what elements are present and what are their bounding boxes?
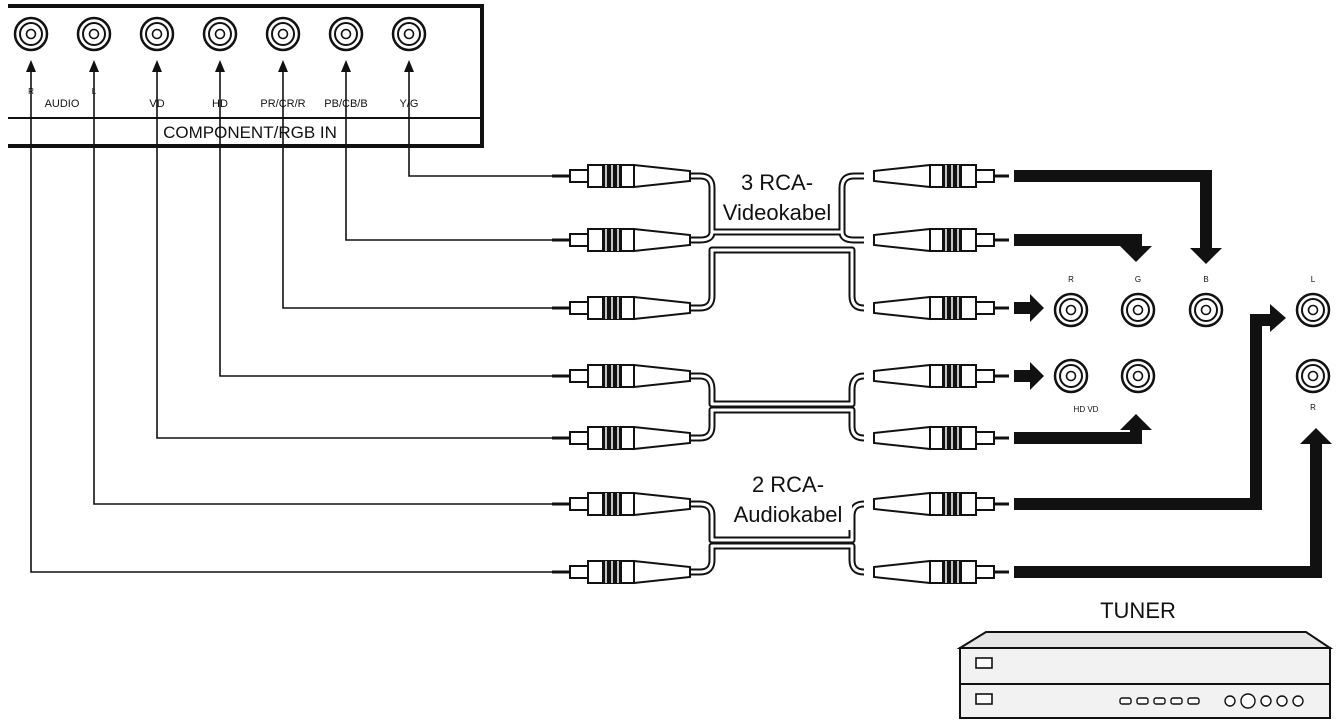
panel-title: COMPONENT/RGB IN [163,123,337,142]
source-jack-hd[interactable] [1053,358,1089,394]
source-label-g: G [1135,275,1141,284]
plug-right-pr [872,295,1011,321]
panel-arrows [26,60,414,72]
jack-audio-l[interactable] [76,16,112,52]
plug-left-y [550,163,692,189]
source-jack-audio-r[interactable] [1295,358,1331,394]
plug-right-hd [872,363,1011,389]
source-label-hd-vd: HD VD [1074,405,1099,414]
plug-left-audio-r [550,559,692,585]
tuner-knobs [1224,693,1304,709]
jack-vd[interactable] [139,16,175,52]
plug-left-pr [550,295,692,321]
connection-arrows [1014,170,1332,578]
plug-right-pb [872,227,1011,253]
video-cable-label-line1: 3 RCA- [741,170,813,195]
source-label-audio-r: R [1310,403,1316,412]
right-plugs [872,163,1011,585]
jack-audio-r[interactable] [13,16,49,52]
audio-cable-label: 2 RCA- Audiokabel [722,470,852,530]
jack-y-g[interactable] [391,16,427,52]
source-jack-r[interactable] [1053,292,1089,328]
plug-left-hd [550,363,692,389]
source-label-audio-l: L [1311,275,1316,284]
plug-right-y [872,163,1011,189]
video-cable-label-line2: Videokabel [723,200,831,225]
tuner-buttons [1119,697,1200,705]
plug-right-audio-r [872,559,1011,585]
source-jack-audio-l[interactable] [1295,292,1331,328]
source-audio-jacks: L R [1295,275,1331,412]
cable-bundles-inner [690,174,865,574]
source-jack-vd[interactable] [1120,358,1156,394]
panel-wires [30,72,572,573]
plug-right-audio-l [872,491,1011,517]
tuner-power-slot [975,693,993,705]
jack-pr-cr-r[interactable] [265,16,301,52]
jack-pb-cb-b[interactable] [328,16,364,52]
source-label-r: R [1068,275,1074,284]
audio-cable-label-line1: 2 RCA- [752,472,824,497]
tuner-label: TUNER [1100,598,1176,623]
plug-right-vd [872,425,1011,451]
jack-hd[interactable] [202,16,238,52]
label-audio: AUDIO [45,98,80,110]
left-plugs [550,163,692,585]
plug-left-audio-l [550,491,692,517]
source-jack-g[interactable] [1120,292,1156,328]
video-cable-label: 3 RCA- Videokabel [716,168,838,226]
plug-left-vd [550,425,692,451]
component-rgb-input-panel: COMPONENT/RGB IN R L AUDIO VD HD PR/CR/R… [8,4,484,148]
source-jack-b[interactable] [1188,292,1224,328]
tuner-device: TUNER [956,598,1334,719]
tuner-display-slot [975,657,993,669]
source-label-b: B [1203,275,1208,284]
plug-left-pb [550,227,692,253]
source-video-jacks: R G B HD VD [1053,275,1224,414]
audio-cable-label-line2: Audiokabel [734,502,843,527]
